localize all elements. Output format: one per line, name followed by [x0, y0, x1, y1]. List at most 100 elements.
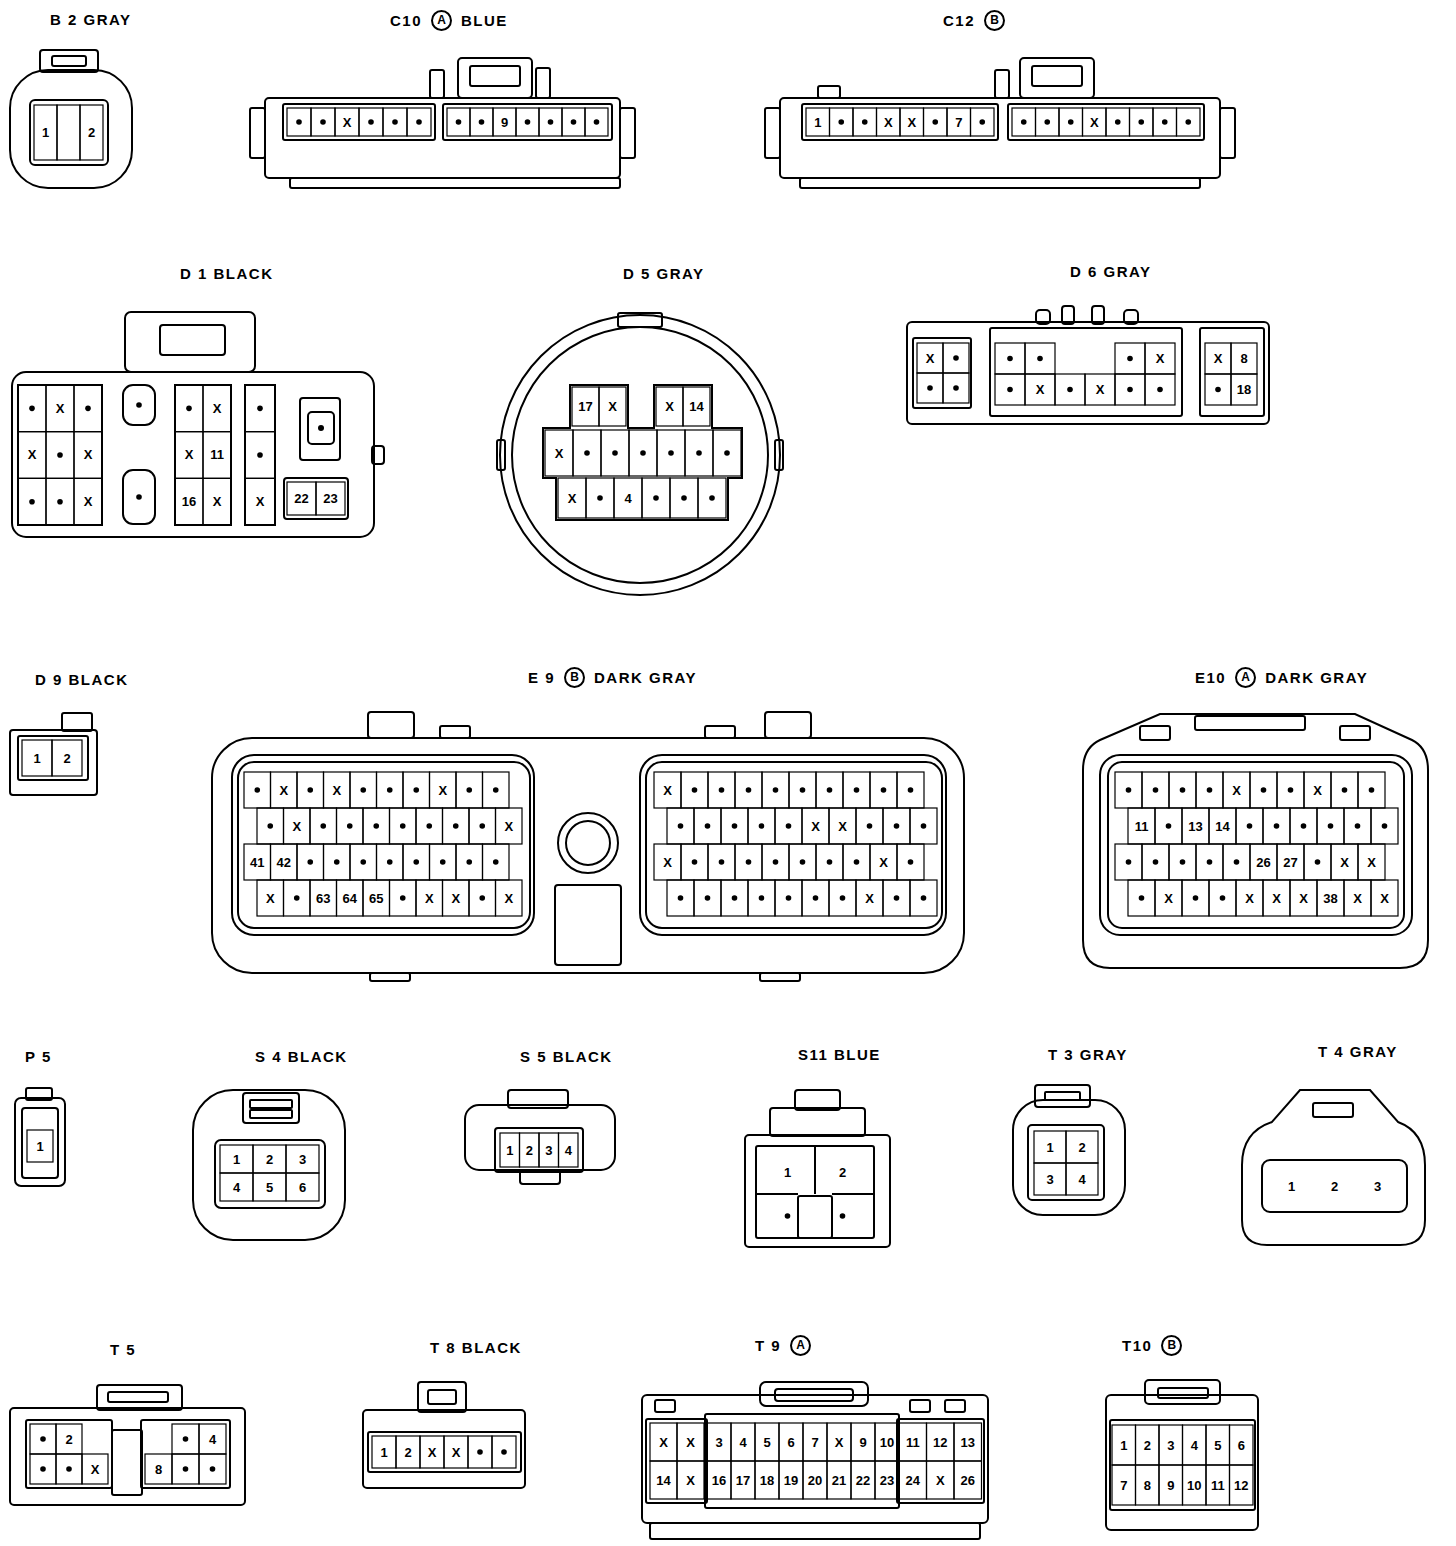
- pin-cell: 14: [1209, 808, 1236, 844]
- housing-outline: [765, 712, 811, 738]
- pin-cavity: [1209, 808, 1236, 844]
- pin-cavity: [46, 478, 74, 525]
- pin-cavity: [654, 844, 681, 880]
- connector-heading: C12B: [943, 10, 1005, 31]
- housing-outline: [283, 104, 435, 140]
- pin-cavity: [1304, 772, 1331, 808]
- pin-dot: [1274, 823, 1280, 829]
- pin-number: 8: [155, 1463, 162, 1476]
- pin-number: 1: [42, 126, 49, 139]
- pin-cell: X: [827, 1423, 851, 1461]
- pin-cell: 11: [203, 432, 231, 479]
- housing-outline: [756, 1146, 874, 1194]
- pin-cavity: [443, 808, 470, 844]
- pin-cavity: [1034, 1163, 1066, 1195]
- pin-number: 3: [545, 1144, 552, 1157]
- pin-cell: 7: [803, 1423, 827, 1461]
- connector-heading: D 9 BLACK: [35, 670, 129, 690]
- pin-cavity: [1085, 374, 1115, 405]
- pin-cell: 1: [1034, 1131, 1066, 1163]
- connector-heading: C10ABLUE: [390, 10, 508, 31]
- pin-cell: X: [82, 1454, 108, 1484]
- pin-number: X: [292, 820, 301, 833]
- pin-cavity: [74, 385, 102, 432]
- pin-cavity: [559, 1133, 579, 1167]
- connector: S 4 BLACK123456: [188, 1045, 370, 1245]
- connector-label: T 9: [755, 1336, 781, 1356]
- pin-dot: [136, 494, 142, 500]
- housing-outline: [566, 821, 610, 865]
- connector-drawing: [250, 58, 635, 188]
- pin-cavity: [1371, 880, 1398, 916]
- connector-label: S 5 BLACK: [520, 1047, 613, 1067]
- pin-dot: [800, 787, 806, 793]
- pin-cavity: [310, 808, 337, 844]
- connector: T 3 GRAY1234: [1003, 1043, 1155, 1220]
- connector-heading: S 5 BLACK: [520, 1047, 613, 1067]
- pin-number: 4: [739, 1436, 746, 1449]
- pin-cavity: [539, 1133, 559, 1167]
- pin-number: 38: [1323, 892, 1337, 905]
- pin-cell: 63: [310, 880, 337, 916]
- pin-dot: [1355, 823, 1361, 829]
- pin-cavity: [1209, 880, 1236, 916]
- pin-dot: [584, 450, 590, 456]
- housing-outline: [30, 100, 108, 165]
- connector: E 9BDARK GRAYXXXXX4142X636465XXXXXXXXX: [208, 665, 970, 982]
- connector-label: DARK GRAY: [594, 668, 697, 688]
- pin-cavity: [762, 844, 789, 880]
- housing-outline: [650, 1523, 980, 1539]
- housing-outline: [363, 1410, 525, 1488]
- pin-number: 2: [839, 1166, 846, 1179]
- housing-outline: [775, 1389, 853, 1401]
- pin-number: 8: [1240, 352, 1247, 365]
- pin-cavity: [789, 844, 816, 880]
- pin-cell: 10: [1183, 1465, 1207, 1505]
- pin-cavity: [779, 1461, 803, 1499]
- pin-dot: [267, 823, 273, 829]
- pin-cell: 2: [52, 740, 82, 776]
- pin-cavity: [899, 1423, 927, 1461]
- pin-dot: [548, 119, 554, 125]
- pin-cavity: [80, 105, 103, 160]
- pin-cell: 22: [287, 482, 316, 515]
- pin-cavity: [363, 808, 390, 844]
- pin-cavity: [1059, 108, 1083, 136]
- pin-dot: [1215, 387, 1221, 393]
- pin-dot: [1382, 823, 1388, 829]
- pin-cavity: [681, 772, 708, 808]
- connector-label: T 5: [110, 1340, 136, 1360]
- pin-cell: 26: [1250, 844, 1277, 880]
- pin-number: 10: [880, 1436, 894, 1449]
- pin-cavity: [870, 772, 897, 808]
- pin-cavity: [586, 478, 614, 518]
- pin-dot: [466, 787, 472, 793]
- pin-cell: 21: [827, 1461, 851, 1499]
- pin-cavity: [572, 387, 599, 426]
- pin-dot: [1037, 356, 1043, 362]
- connector-label: S11 BLUE: [798, 1045, 881, 1065]
- pin-dot: [678, 823, 684, 829]
- pin-cavity: [324, 844, 351, 880]
- pin-dot: [29, 406, 35, 412]
- pin-cavity: [203, 385, 231, 432]
- pin-dot: [705, 823, 711, 829]
- connector-label: S 4 BLACK: [255, 1047, 348, 1067]
- pin-cavity: [573, 430, 601, 476]
- pin-dot: [908, 859, 914, 865]
- pin-number: 18: [760, 1474, 774, 1487]
- pin-cavity: [1182, 808, 1209, 844]
- housing-outline: [1045, 1092, 1080, 1100]
- pin-cavity: [1130, 108, 1154, 136]
- pin-cavity: [1128, 880, 1155, 916]
- pin-cell: 1: [500, 1133, 520, 1167]
- connector-outline: [358, 1336, 545, 1495]
- pin-cell: X: [927, 1461, 955, 1499]
- connector-heading: E 9BDARK GRAY: [528, 667, 697, 688]
- pin-cavity: [755, 1423, 779, 1461]
- pin-number: X: [1299, 892, 1308, 905]
- pin-cavity: [1153, 108, 1177, 136]
- pin-number: X: [452, 1446, 461, 1459]
- housing-outline: [1035, 1085, 1090, 1107]
- pin-number: X: [428, 1446, 437, 1459]
